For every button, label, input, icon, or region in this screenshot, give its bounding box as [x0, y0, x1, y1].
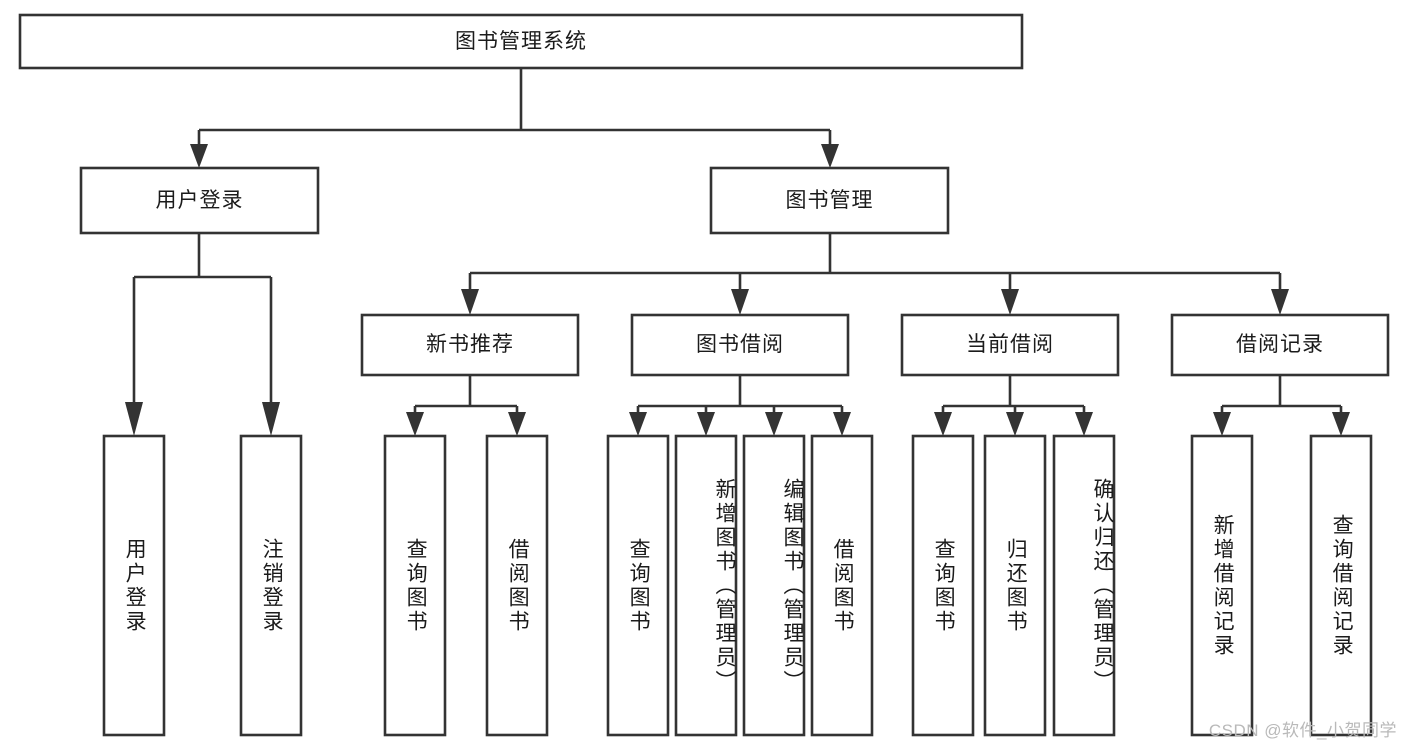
node-box-new-book-recommend[interactable] [360, 313, 580, 377]
arrow-book-borrow-to-leaf-query-book-2 [629, 412, 647, 436]
arrow-book-management-to-new-book-recommend [461, 289, 479, 315]
connector-root-bus [197, 68, 832, 146]
arrow-book-borrow-to-leaf-edit-book [765, 412, 783, 436]
node-box-leaf-edit-book[interactable] [742, 434, 806, 737]
connector-new-book-recommend-bus [413, 375, 519, 414]
node-box-leaf-confirm-return[interactable] [1052, 434, 1116, 737]
node-box-leaf-borrow-book-2[interactable] [810, 434, 874, 737]
arrow-new-book-recommend-to-leaf-query-book-1 [406, 412, 424, 436]
node-box-borrow-record[interactable] [1170, 313, 1390, 377]
connector-user-login-bus [132, 233, 273, 404]
node-box-user-login[interactable] [79, 166, 320, 235]
arrow-borrow-record-to-leaf-add-borrow-record [1213, 412, 1231, 436]
arrow-book-management-to-book-borrow [731, 289, 749, 315]
arrow-user-login-to-leaf-user-login [125, 402, 143, 436]
node-box-leaf-user-logout[interactable] [239, 434, 303, 737]
arrow-current-borrow-to-leaf-query-book-3 [934, 412, 952, 436]
arrow-book-management-to-borrow-record [1271, 289, 1289, 315]
arrow-borrow-record-to-leaf-query-borrow-record [1332, 412, 1350, 436]
node-box-current-borrow[interactable] [900, 313, 1120, 377]
arrow-user-login-to-leaf-user-logout [262, 402, 280, 436]
connector-book-borrow-bus [636, 375, 844, 414]
arrow-root-to-book-management [821, 144, 839, 168]
arrow-new-book-recommend-to-leaf-borrow-book-1 [508, 412, 526, 436]
arrow-root-to-user-login [190, 144, 208, 168]
node-box-root[interactable] [18, 13, 1024, 70]
node-box-leaf-user-login[interactable] [102, 434, 166, 737]
arrow-book-borrow-to-leaf-borrow-book-2 [833, 412, 851, 436]
node-box-book-borrow[interactable] [630, 313, 850, 377]
arrow-book-management-to-current-borrow [1001, 289, 1019, 315]
node-box-leaf-borrow-book-1[interactable] [485, 434, 549, 737]
node-box-leaf-query-book-3[interactable] [911, 434, 975, 737]
node-box-leaf-add-book[interactable] [674, 434, 738, 737]
connector-current-borrow-bus [941, 375, 1086, 414]
arrow-current-borrow-to-leaf-confirm-return [1075, 412, 1093, 436]
arrow-book-borrow-to-leaf-add-book [697, 412, 715, 436]
connector-borrow-record-bus [1220, 375, 1343, 414]
watermark-text: CSDN @软件_小贺同学 [1208, 721, 1397, 740]
arrow-current-borrow-to-leaf-return-book [1006, 412, 1024, 436]
node-box-leaf-query-book-1[interactable] [383, 434, 447, 737]
node-box-book-management[interactable] [709, 166, 950, 235]
connector-book-management-bus [468, 233, 1282, 291]
node-box-leaf-query-book-2[interactable] [606, 434, 670, 737]
node-box-leaf-add-borrow-record[interactable] [1190, 434, 1254, 737]
node-box-leaf-query-borrow-record[interactable] [1309, 434, 1373, 737]
node-box-leaf-return-book[interactable] [983, 434, 1047, 737]
